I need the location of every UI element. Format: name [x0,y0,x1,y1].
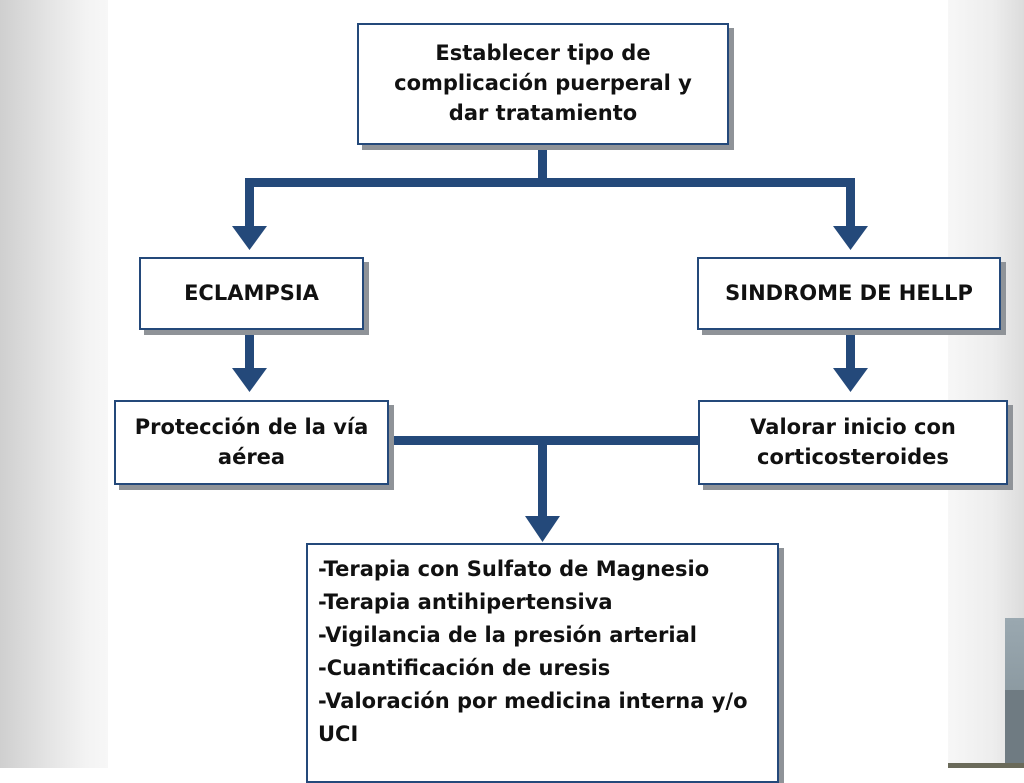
arrowhead-to-eclampsia [232,226,267,250]
treatment-item-uresis: -Cuantificación de uresis [318,656,611,680]
treatment-list: -Terapia con Sulfato de Magnesio -Terapi… [318,553,765,751]
box-airway-protection: Protección de la vía aérea [114,400,389,485]
box-eclampsia: ECLAMPSIA [139,257,364,330]
treatment-item-internal-medicine: -Valoración por medicina interna y/o UCI [318,689,748,746]
box-corticosteroids: Valorar inicio con corticosteroides [698,400,1008,485]
bottom-decoration-strip [948,763,1024,768]
connector-hellp-stem [846,330,855,370]
connector-bottom-stem [538,436,547,518]
connector-right-drop [846,178,855,228]
arrowhead-to-corticosteroids [833,368,868,392]
box-puerperal-complication: Establecer tipo de complicación puerpera… [357,23,729,145]
connector-top-stem [538,146,547,182]
box-puerperal-complication-text: Establecer tipo de complicación puerpera… [394,41,692,125]
arrowhead-to-treatment [525,516,560,542]
connector-left-drop [245,178,254,228]
box-eclampsia-text: ECLAMPSIA [184,280,319,305]
left-background-shade [0,0,108,768]
treatment-item-blood-pressure: -Vigilancia de la presión arterial [318,623,697,647]
arrowhead-to-hellp [833,226,868,250]
treatment-item-magnesium: -Terapia con Sulfato de Magnesio [318,557,710,581]
box-corticosteroids-text: Valorar inicio con corticosteroides [750,414,956,469]
corner-decoration-strip [1005,690,1024,768]
box-hellp-syndrome-text: SINDROME DE HELLP [725,280,973,305]
box-airway-protection-text: Protección de la vía aérea [134,414,369,469]
connector-branch-bar [245,178,855,187]
treatment-item-antihypertensive: -Terapia antihipertensiva [318,590,613,614]
connector-eclampsia-stem [245,330,254,370]
box-treatment-list: -Terapia con Sulfato de Magnesio -Terapi… [306,543,779,783]
box-hellp-syndrome: SINDROME DE HELLP [697,257,1001,330]
arrowhead-to-airway [232,368,267,392]
